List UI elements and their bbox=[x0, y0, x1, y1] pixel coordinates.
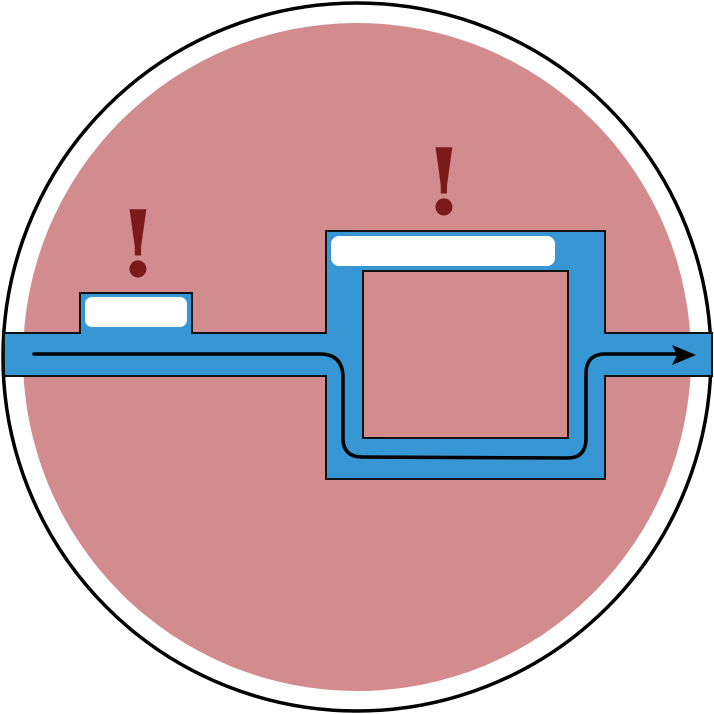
arrow-right-icon bbox=[672, 345, 696, 365]
alert-small-exclamation-icon: ! bbox=[118, 190, 158, 298]
small-label-box bbox=[85, 297, 187, 327]
alert-large-exclamation-icon: ! bbox=[424, 128, 464, 236]
flow-path-line bbox=[32, 352, 686, 460]
loop-inner-area bbox=[362, 270, 569, 439]
large-label-box bbox=[331, 236, 555, 266]
